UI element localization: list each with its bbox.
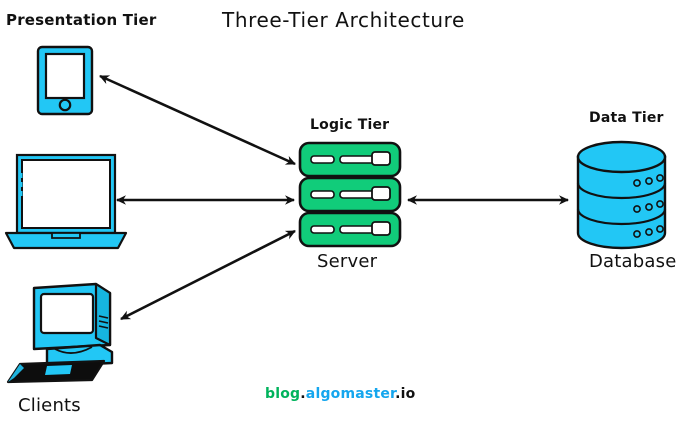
server-icon: [298, 141, 402, 248]
connector-desktop-server: [120, 229, 296, 321]
database-label: Database: [589, 251, 677, 272]
diagram-title: Three-Tier Architecture: [222, 8, 465, 32]
connector-smartphone-server: [99, 74, 296, 166]
watermark-io: .io: [395, 386, 416, 402]
watermark-blog: blog: [265, 386, 301, 402]
desktop-computer-icon: [6, 282, 114, 384]
laptop-icon: [4, 153, 128, 250]
data-tier-heading: Data Tier: [589, 110, 664, 126]
smartphone-icon: [36, 45, 94, 116]
watermark: blog.algomaster.io: [265, 386, 416, 402]
watermark-dot: .: [300, 386, 306, 402]
database-icon: [576, 140, 667, 250]
logic-tier-heading: Logic Tier: [310, 117, 390, 133]
presentation-tier-heading: Presentation Tier: [6, 11, 157, 29]
server-label: Server: [317, 251, 378, 272]
clients-label: Clients: [18, 395, 81, 416]
watermark-algomaster: algomaster: [305, 386, 396, 402]
